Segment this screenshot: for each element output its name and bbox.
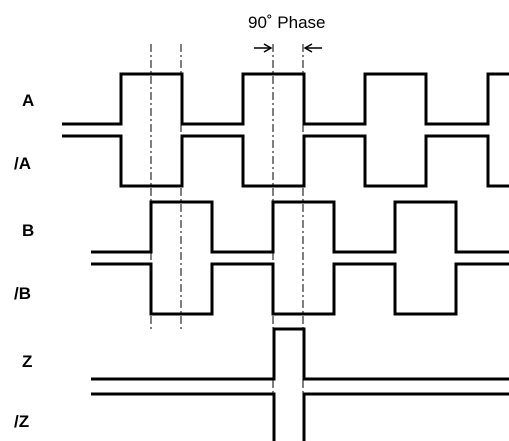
label-z: Z	[22, 352, 33, 371]
label-b: B	[22, 221, 35, 240]
waveform-b	[91, 200, 509, 254]
label-a-inv: /A	[14, 154, 31, 173]
label-z-inv: /Z	[14, 412, 30, 431]
waveform-a-inv	[62, 134, 509, 188]
label-a: A	[22, 91, 35, 110]
waveform-z	[91, 327, 509, 381]
waveform-z-inv	[91, 392, 509, 441]
waveform-b-inv	[91, 262, 509, 316]
label-b-inv: /B	[14, 284, 31, 303]
phase-label: 90˚ Phase	[248, 13, 326, 32]
waveform-a	[62, 72, 509, 126]
phase-arrows	[254, 43, 322, 53]
